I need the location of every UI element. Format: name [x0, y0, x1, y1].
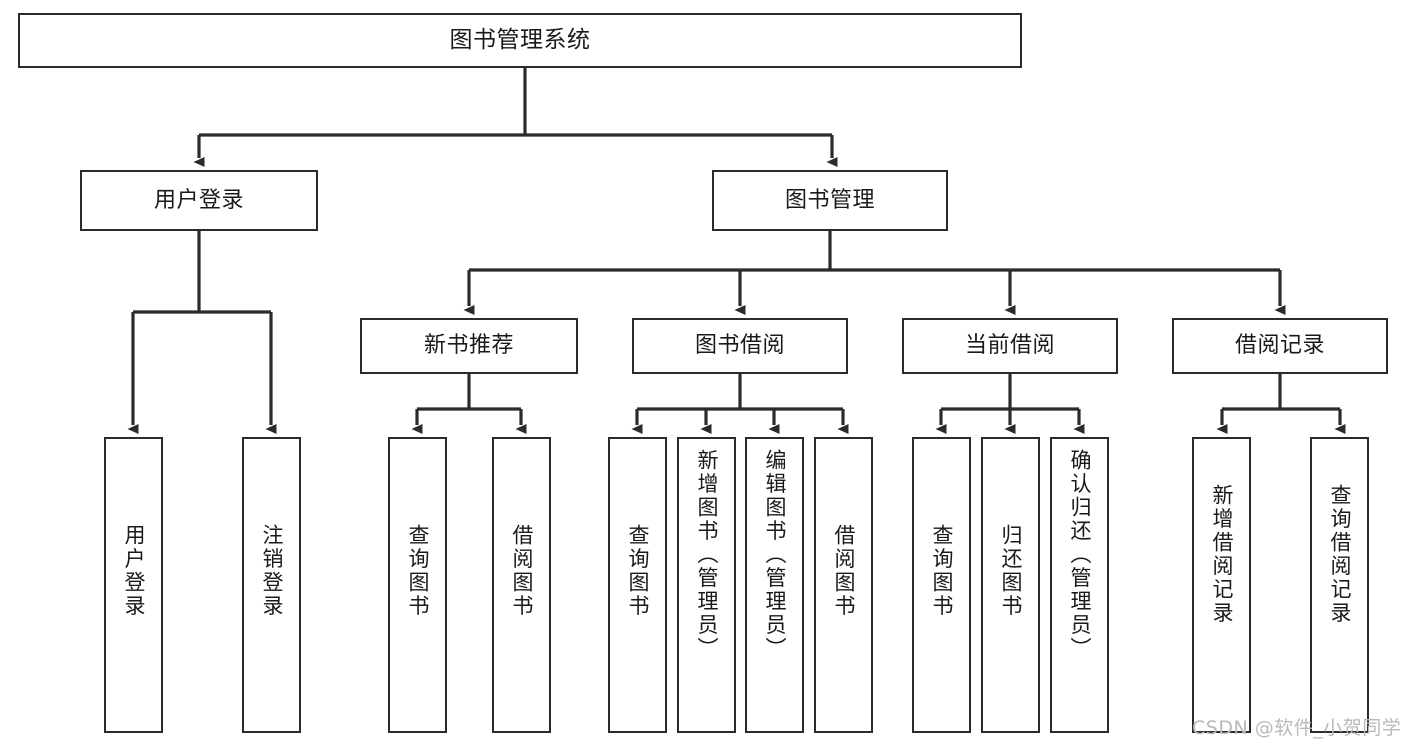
node-label: 查询借阅记录 — [1328, 484, 1352, 625]
node-label: 新增借阅记录 — [1210, 484, 1234, 625]
node-label: 查询图书 — [930, 524, 954, 618]
leaf-confirm-return-admin[interactable]: 确认归还（管理员） — [1050, 437, 1109, 733]
node-label: 归还图书 — [999, 524, 1023, 618]
leaf-query-book-borrow[interactable]: 查询图书 — [608, 437, 667, 733]
node-label: 借阅记录 — [1234, 333, 1325, 359]
node-label: 新增图书（管理员） — [695, 449, 719, 661]
node-label: 图书借阅 — [694, 333, 785, 359]
node-current-borrow[interactable]: 当前借阅 — [902, 318, 1118, 374]
node-root-book-management-system[interactable]: 图书管理系统 — [18, 13, 1022, 68]
node-label: 用户登录 — [122, 524, 146, 618]
node-user-login[interactable]: 用户登录 — [80, 170, 318, 231]
node-borrow-record[interactable]: 借阅记录 — [1172, 318, 1388, 374]
node-label: 图书管理 — [784, 187, 875, 213]
node-label: 查询图书 — [406, 524, 430, 618]
leaf-query-book-recommend[interactable]: 查询图书 — [388, 437, 447, 733]
node-label: 新书推荐 — [423, 333, 514, 359]
leaf-user-login[interactable]: 用户登录 — [104, 437, 163, 733]
node-book-management[interactable]: 图书管理 — [712, 170, 948, 231]
node-label: 注销登录 — [260, 524, 284, 618]
node-label: 用户登录 — [153, 187, 244, 213]
leaf-add-borrow-record[interactable]: 新增借阅记录 — [1192, 437, 1251, 733]
leaf-query-book-current[interactable]: 查询图书 — [912, 437, 971, 733]
leaf-query-borrow-record[interactable]: 查询借阅记录 — [1310, 437, 1369, 733]
node-label: 查询图书 — [626, 524, 650, 618]
leaf-borrow-book-borrow[interactable]: 借阅图书 — [814, 437, 873, 733]
leaf-borrow-book-recommend[interactable]: 借阅图书 — [492, 437, 551, 733]
node-label: 借阅图书 — [832, 524, 856, 618]
node-label: 确认归还（管理员） — [1068, 449, 1092, 661]
node-new-book-recommend[interactable]: 新书推荐 — [360, 318, 578, 374]
node-label: 当前借阅 — [964, 333, 1055, 359]
node-label: 图书管理系统 — [449, 26, 591, 53]
leaf-add-book-admin[interactable]: 新增图书（管理员） — [677, 437, 736, 733]
node-book-borrow[interactable]: 图书借阅 — [632, 318, 848, 374]
leaf-edit-book-admin[interactable]: 编辑图书（管理员） — [745, 437, 804, 733]
node-label: 借阅图书 — [510, 524, 534, 618]
csdn-watermark: CSDN @软件_小贺同学 — [1192, 717, 1402, 739]
leaf-logout-login[interactable]: 注销登录 — [242, 437, 301, 733]
node-label: 编辑图书（管理员） — [763, 449, 787, 661]
leaf-return-book[interactable]: 归还图书 — [981, 437, 1040, 733]
